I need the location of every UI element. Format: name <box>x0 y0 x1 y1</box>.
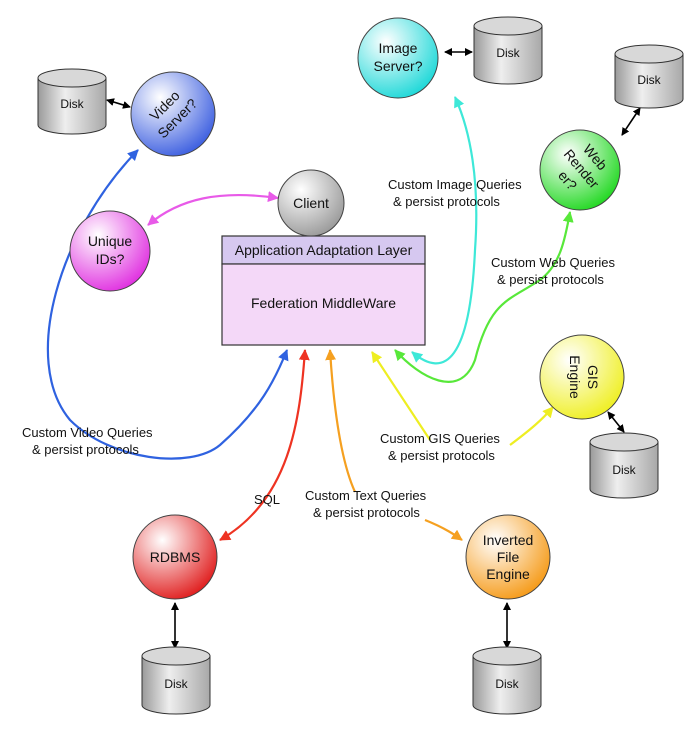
disk-rdbms-label: Disk <box>164 677 188 691</box>
middleware-box: Application Adaptation Layer Federation … <box>221 235 426 346</box>
middleware-body-bg <box>221 263 426 346</box>
label-web-queries: Custom Web Queries & persist protocols <box>491 255 616 287</box>
disk-rdbms: Disk <box>141 646 211 715</box>
node-web-render: Web Render er? <box>539 129 621 211</box>
edge-inverted-file <box>330 350 462 540</box>
label-web-line-2: & persist protocols <box>497 272 604 287</box>
node-rdbms: RDBMS <box>132 514 218 600</box>
label-image-queries: Custom Image Queries & persist protocols <box>388 177 522 209</box>
label-text-queries: Custom Text Queries & persist protocols <box>305 488 427 520</box>
edge-rdbms-sql <box>219 349 310 541</box>
node-inverted-file-line-2: File <box>497 549 520 565</box>
edge-disk-video <box>106 98 131 109</box>
label-sql: SQL <box>254 492 280 507</box>
label-gis-line-2: & persist protocols <box>388 448 495 463</box>
node-gis-engine-line-1: GIS <box>585 365 601 389</box>
disk-video-label: Disk <box>60 97 84 111</box>
disk-web-label: Disk <box>637 73 661 87</box>
edge-client-unique-ids <box>147 191 279 226</box>
node-inverted-file-line-3: Engine <box>486 566 530 582</box>
middleware-header-bg <box>221 235 426 265</box>
label-text-line-2: & persist protocols <box>313 505 420 520</box>
label-video-line-2: & persist protocols <box>32 442 139 457</box>
disk-gis-label: Disk <box>612 463 636 477</box>
disk-inverted-label: Disk <box>495 677 519 691</box>
disk-inverted: Disk <box>472 646 542 715</box>
node-gis-engine-line-2: Engine <box>567 355 583 399</box>
label-gis-queries: Custom GIS Queries & persist protocols <box>380 431 500 463</box>
edge-disk-gis <box>607 411 625 433</box>
label-gis-line-1: Custom GIS Queries <box>380 431 500 446</box>
middleware-body: Federation MiddleWare <box>251 295 396 311</box>
node-video-server: Video Server? <box>130 71 216 157</box>
node-client-label: Client <box>293 195 329 211</box>
node-unique-ids-line-2: IDs? <box>96 251 125 267</box>
node-image-server-line-2: Server? <box>373 58 422 74</box>
node-unique-ids: Unique IDs? <box>69 210 151 292</box>
node-client: Client <box>277 169 345 237</box>
node-image-server-line-1: Image <box>379 40 418 56</box>
node-inverted-file-line-1: Inverted <box>483 532 534 548</box>
label-web-line-1: Custom Web Queries <box>491 255 616 270</box>
disk-web: Disk <box>614 44 684 109</box>
middleware-header: Application Adaptation Layer <box>235 242 413 258</box>
label-text-line-1: Custom Text Queries <box>305 488 427 503</box>
node-inverted-file-engine: Inverted File Engine <box>465 514 551 600</box>
label-video-line-1: Custom Video Queries <box>22 425 153 440</box>
node-rdbms-label: RDBMS <box>150 549 201 565</box>
label-video-queries: Custom Video Queries & persist protocols <box>22 425 153 457</box>
disk-image: Disk <box>473 16 543 85</box>
node-unique-ids-line-1: Unique <box>88 233 133 249</box>
disk-gis: Disk <box>589 432 659 499</box>
node-image-server: Image Server? <box>357 17 439 99</box>
label-image-line-2: & persist protocols <box>393 194 500 209</box>
node-gis-engine: GIS Engine <box>539 334 625 420</box>
disk-image-label: Disk <box>496 46 520 60</box>
disk-video: Disk <box>37 68 107 135</box>
edge-disk-web <box>621 107 641 136</box>
label-image-line-1: Custom Image Queries <box>388 177 522 192</box>
